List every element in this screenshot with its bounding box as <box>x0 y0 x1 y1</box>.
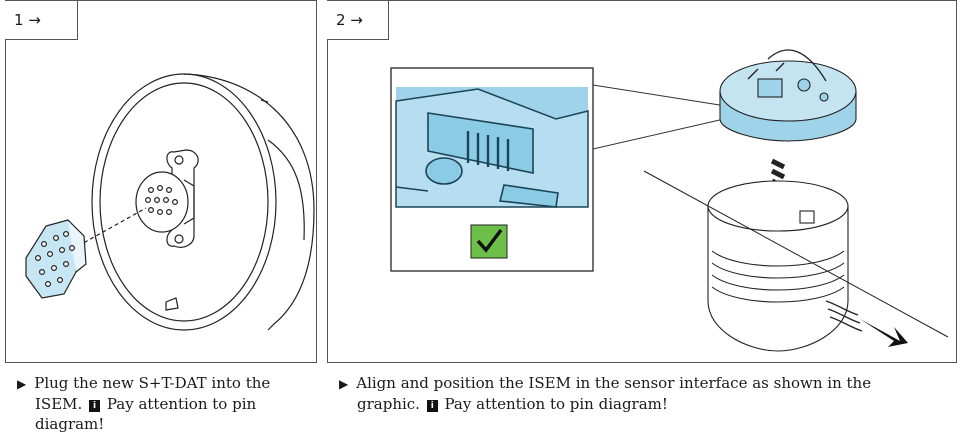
step-1-instruction: ▶ Plug the new S+T-DAT into the ISEM. i P… <box>17 373 317 434</box>
step-1-line3: diagram! <box>35 415 105 433</box>
insertion-path <box>77 207 147 247</box>
info-icon: i <box>426 400 438 412</box>
step-2-line2-pre: graphic. <box>357 395 420 413</box>
step-1-line1: Plug the new S+T-DAT into the <box>34 374 271 392</box>
pin-diagram-detail <box>395 87 589 208</box>
step-1-figure <box>25 73 315 331</box>
step-1-line2-pre: ISEM. <box>35 395 83 413</box>
step-1-number-tab: 1 → <box>5 1 78 40</box>
step-1-line2-post: Pay attention to pin <box>106 395 257 413</box>
housing-inner-rim <box>99 82 269 322</box>
step-2-panel: 2 → <box>327 0 957 363</box>
connector-socket <box>135 171 189 233</box>
sensor-housing <box>707 180 849 352</box>
step-2-line1: Align and position the ISEM in the senso… <box>356 374 872 392</box>
isem-module <box>719 49 857 142</box>
step-2-figure <box>390 49 949 352</box>
step-2-number: 2 → <box>336 11 363 29</box>
step-2-number-tab: 2 → <box>327 1 389 40</box>
flow-direction-icon <box>825 300 863 332</box>
checkmark-icon <box>470 224 508 259</box>
housing-body <box>183 73 315 331</box>
step-1-panel: 1 → <box>5 0 317 363</box>
bullet-icon: ▶ <box>339 377 349 391</box>
step-2-instruction: ▶ Align and position the ISEM in the sens… <box>339 373 949 414</box>
step-1-number: 1 → <box>14 11 41 29</box>
step-2-line2-post: Pay attention to pin diagram! <box>444 395 668 413</box>
info-icon: i <box>89 400 101 412</box>
bullet-icon: ▶ <box>17 377 27 391</box>
